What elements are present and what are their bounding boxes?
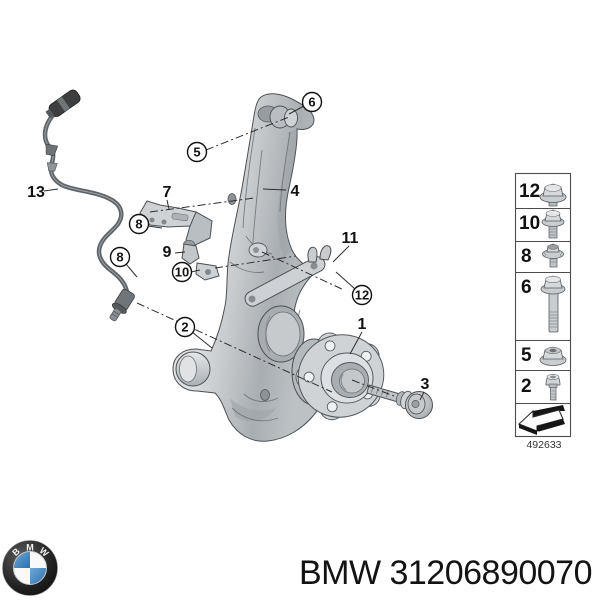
callout-5-number: 5 xyxy=(193,145,200,160)
sensor-holder xyxy=(181,240,200,265)
callout-10-number: 10 xyxy=(175,265,189,280)
callout-5: 5 xyxy=(186,141,208,163)
label-7: 7 xyxy=(163,184,172,201)
clevis-bolt xyxy=(269,105,298,129)
panel-row-2-label: 2 xyxy=(521,376,532,397)
label-9: 9 xyxy=(163,244,172,261)
support-bracket xyxy=(244,245,332,307)
fastener-panel: 12 10 8 6 5 2 xyxy=(514,172,572,451)
abs-sensor-tip xyxy=(109,288,135,322)
label-11: 11 xyxy=(342,230,359,247)
ball-joint-boss xyxy=(175,351,211,387)
callout-8a-number: 8 xyxy=(135,217,142,232)
circled-callouts: 6 5 8 8 10 2 12 xyxy=(109,91,373,338)
callout-12: 12 xyxy=(351,284,373,306)
logo-letter-m: M xyxy=(26,543,34,553)
callout-2-number: 2 xyxy=(181,320,188,335)
panel-row-12-label: 12 xyxy=(519,181,540,202)
flange-hex-bolt-stub-icon xyxy=(539,183,567,207)
panel-row-6-label: 6 xyxy=(521,277,532,298)
callout-10: 10 xyxy=(171,261,193,283)
callout-8a: 8 xyxy=(128,213,150,235)
callout-8b: 8 xyxy=(109,246,131,268)
panel-row-5-label: 5 xyxy=(521,345,532,366)
part-number: BMW 31206890070 xyxy=(299,554,592,592)
label-13: 13 xyxy=(27,184,45,201)
construction-lines xyxy=(43,105,425,401)
callout-12-number: 12 xyxy=(355,288,369,303)
panel-row-8-label: 8 xyxy=(521,246,532,267)
flange-hex-bolt-short-icon xyxy=(541,209,565,239)
label-3: 3 xyxy=(421,376,430,393)
bearing-bore xyxy=(257,305,305,363)
torx-flange-bolt-icon xyxy=(542,243,564,268)
panel-row-10-label: 10 xyxy=(519,213,540,234)
wheel-hub xyxy=(291,332,385,421)
bmw-logo: B M W xyxy=(2,540,58,596)
callout-8b-number: 8 xyxy=(116,250,123,265)
label-4: 4 xyxy=(291,183,300,200)
callout-6-number: 6 xyxy=(308,95,315,110)
panel-code: 492633 xyxy=(526,439,561,451)
label-1: 1 xyxy=(358,316,367,333)
direction-arrow-icon xyxy=(517,405,565,435)
callout-6: 6 xyxy=(301,91,323,113)
logo-quadrant-blue-br xyxy=(30,568,47,585)
callout-2: 2 xyxy=(174,316,196,338)
logo-letter-b: B xyxy=(10,546,22,558)
abs-sensor-cable xyxy=(42,89,135,322)
flange-hex-bolt-long-icon xyxy=(540,275,566,333)
steering-knuckle xyxy=(172,93,323,442)
cable-connector xyxy=(45,89,81,119)
plain-labels: 13 7 9 4 11 1 3 xyxy=(27,183,429,393)
socket-head-bolt-icon xyxy=(545,374,561,401)
flange-nut-icon xyxy=(539,346,567,366)
holder-bracket xyxy=(195,262,220,281)
logo-quadrant-blue-tl xyxy=(13,551,30,568)
